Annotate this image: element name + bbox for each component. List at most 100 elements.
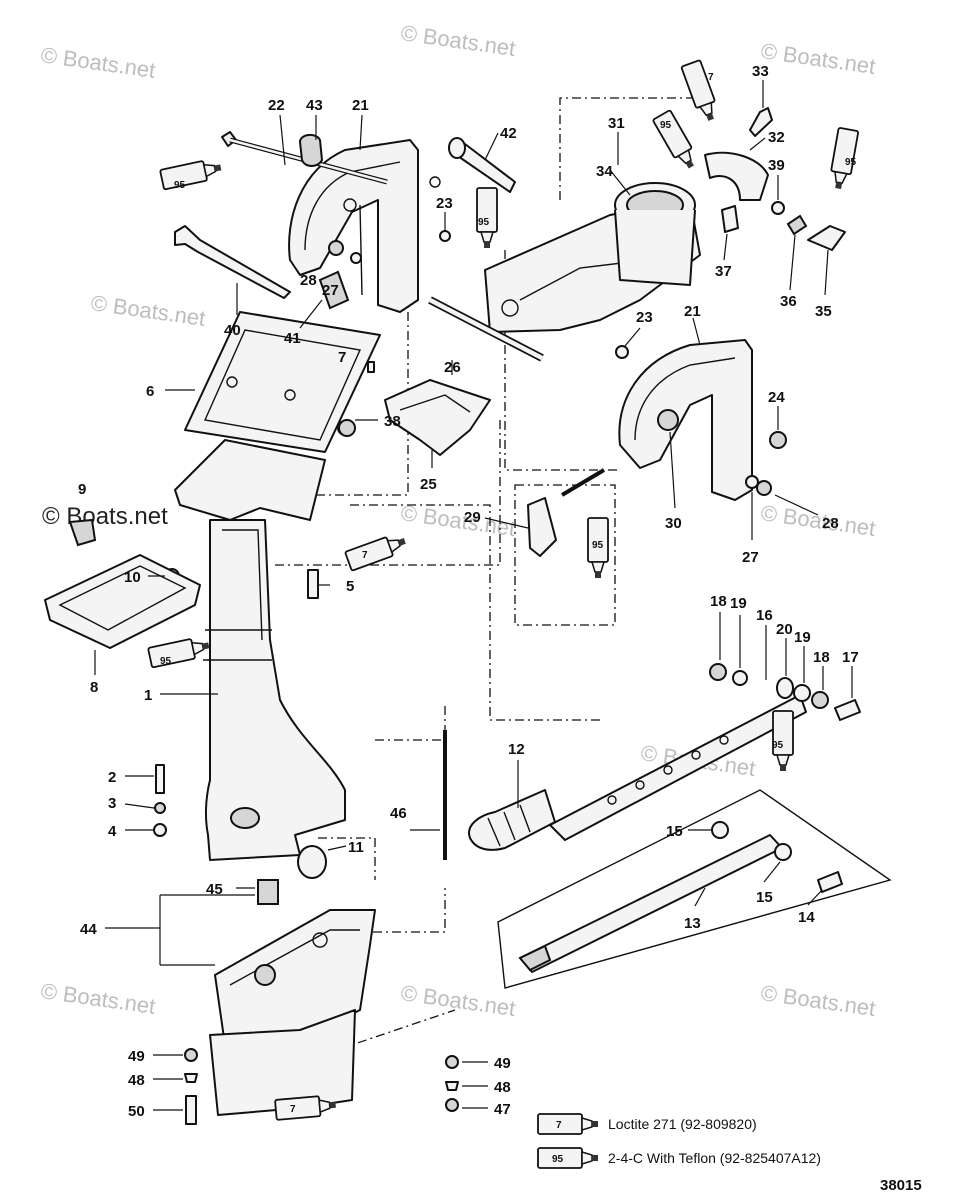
callout-17: 17 <box>842 649 859 666</box>
diagram-ref-number: 38015 <box>880 1177 922 1194</box>
pin-7 <box>367 361 375 373</box>
washers-18-19-20 <box>709 663 829 709</box>
bolt-17 <box>834 699 861 721</box>
callout-9: 9 <box>78 481 86 498</box>
watermark: © Boats.net <box>399 500 517 541</box>
callout-21: 21 <box>352 97 369 114</box>
callout-23: 23 <box>436 195 453 212</box>
callout-48: 48 <box>128 1072 145 1089</box>
callout-28: 28 <box>822 515 839 532</box>
callout-18: 18 <box>813 649 830 666</box>
legend-loctite-tube-icon <box>537 1113 599 1135</box>
watermark: © Boats.net <box>399 20 517 61</box>
washers-48-49-50 <box>184 1048 198 1125</box>
svg-text:95: 95 <box>845 157 857 168</box>
svg-text:95: 95 <box>478 217 490 228</box>
watermark: © Boats.net <box>89 290 207 331</box>
clamp-32 <box>704 151 769 201</box>
spring-36 <box>786 214 808 236</box>
legend-grease-tube-icon <box>537 1147 599 1169</box>
legend-loctite-label: Loctite 271 (92-809820) <box>608 1116 757 1132</box>
callout-42: 42 <box>500 125 517 142</box>
callout-24: 24 <box>768 389 785 406</box>
handle-8 <box>44 554 201 649</box>
callout-7: 7 <box>338 349 346 366</box>
callout-45: 45 <box>206 881 223 898</box>
callout-32: 32 <box>768 129 785 146</box>
loctite-tube-7 <box>680 59 722 125</box>
callout-1: 1 <box>144 687 152 704</box>
nuts-47-48-49 <box>445 1055 459 1112</box>
callout-2: 2 <box>108 769 116 786</box>
callout-3: 3 <box>108 795 116 812</box>
callout-15: 15 <box>756 889 773 906</box>
callout-20: 20 <box>776 621 793 638</box>
clamp-bracket-right <box>618 339 753 501</box>
tiller-handle-13 <box>518 834 783 973</box>
latch-37 <box>721 205 739 233</box>
adapter-plate-6 <box>184 311 381 453</box>
callout-19: 19 <box>730 595 747 612</box>
callout-10: 10 <box>124 569 141 586</box>
callout-35: 35 <box>815 303 832 320</box>
svg-text:7: 7 <box>290 1104 296 1115</box>
exhaust-housing-44 <box>209 879 376 1116</box>
watermark: © Boats.net <box>39 978 157 1019</box>
callout-21: 21 <box>684 303 701 320</box>
nut-24 <box>769 431 787 449</box>
callout-labels: 22 43 21 42 23 28 27 40 41 7 6 38 26 25 … <box>78 63 859 1120</box>
svg-text:95: 95 <box>552 1154 564 1165</box>
callout-30: 30 <box>665 515 682 532</box>
washer-27-28-right <box>745 475 772 496</box>
wing-screw-35 <box>807 225 846 251</box>
tiller-arm-16 <box>549 694 807 841</box>
callout-18: 18 <box>710 593 727 610</box>
bracket-25 <box>384 379 491 456</box>
callout-19: 19 <box>794 629 811 646</box>
callout-26: 26 <box>444 359 461 376</box>
callout-15: 15 <box>666 823 683 840</box>
callout-23: 23 <box>636 309 653 326</box>
tilt-tube-26 <box>428 296 544 362</box>
tilt-lever-40 <box>174 225 291 299</box>
callout-34: 34 <box>596 163 613 180</box>
callout-38: 38 <box>384 413 401 430</box>
callout-12: 12 <box>508 741 525 758</box>
grip-12 <box>468 789 556 851</box>
callout-14: 14 <box>798 909 815 926</box>
svg-text:95: 95 <box>160 656 172 667</box>
callout-43: 43 <box>306 97 323 114</box>
tiller-group-outline <box>497 789 892 989</box>
callout-22: 22 <box>268 97 285 114</box>
tube-number-labels: 95 95 95 7 95 7 95 95 95 7 <box>160 72 857 1115</box>
callout-48: 48 <box>494 1079 511 1096</box>
svg-text:95: 95 <box>592 540 604 551</box>
svg-text:95: 95 <box>772 740 784 751</box>
plug-11 <box>297 845 327 879</box>
svg-text:95: 95 <box>660 120 672 131</box>
callout-27: 27 <box>742 549 759 566</box>
callout-27: 27 <box>322 282 339 299</box>
pin-33 <box>749 107 773 137</box>
callout-31: 31 <box>608 115 625 132</box>
callout-6: 6 <box>146 383 154 400</box>
callout-37: 37 <box>715 263 732 280</box>
bolt-5 <box>307 569 319 599</box>
callout-11: 11 <box>348 839 364 856</box>
svg-text:95: 95 <box>174 180 186 191</box>
grease-tube-95 <box>147 634 212 669</box>
callout-5: 5 <box>346 578 354 595</box>
watermark-dark: © Boats.net <box>42 503 168 530</box>
callout-44: 44 <box>80 921 97 938</box>
callout-13: 13 <box>684 915 701 932</box>
driveshaft-housing-1 <box>203 519 346 861</box>
legend-grease-label: 2-4-C With Teflon (92-825407A12) <box>608 1150 821 1166</box>
bolt-2-3-4 <box>153 764 167 837</box>
callout-47: 47 <box>494 1101 511 1118</box>
callout-46: 46 <box>390 805 407 822</box>
washer-27-28 <box>328 240 362 264</box>
watermark: © Boats.net <box>39 42 157 83</box>
callout-41: 41 <box>284 330 301 347</box>
pin-42 <box>448 137 516 193</box>
